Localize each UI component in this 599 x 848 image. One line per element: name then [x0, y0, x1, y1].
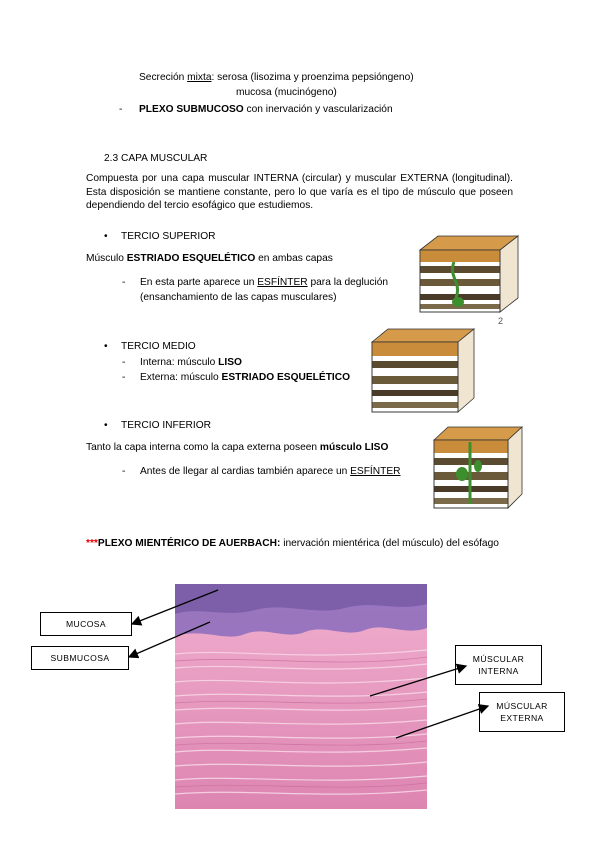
secretion-line: Secreción mixta: serosa (lisozima y proe… [139, 71, 414, 84]
label-mucosa: MUCOSA [40, 612, 132, 636]
label-muscular-interna-line2: INTERNA [478, 666, 519, 676]
section-title: 2.3 CAPA MUSCULAR [104, 153, 208, 164]
intro-paragraph: Compuesta por una capa muscular INTERNA … [86, 173, 513, 211]
dash: - [119, 104, 123, 115]
plexo-submucoso-rest: con inervación y vascularización [243, 104, 393, 115]
arrow-muscular-interna [369, 663, 468, 697]
plexo-submucoso-bold: PLEXO SUBMUCOSO [139, 104, 244, 115]
superior-item: En esta parte aparece un ESFÍNTER para l… [140, 276, 388, 289]
superior-line: Músculo ESTRIADO ESQUELÉTICO en ambas ca… [86, 252, 333, 265]
auerbach-line: ***PLEXO MIENTÉRICO DE AUERBACH: inervac… [86, 537, 499, 550]
inferior-line: Tanto la capa interna como la capa exter… [86, 441, 388, 454]
dash: - [122, 357, 126, 368]
auerbach-rest: inervación mientérica (del músculo) del … [280, 538, 499, 549]
bullet: • [104, 231, 108, 242]
auerbach-bold: PLEXO MIENTÉRICO DE AUERBACH: [97, 538, 281, 549]
inferior-item: Antes de llegar al cardias también apare… [140, 465, 401, 478]
dash: - [122, 372, 126, 383]
interna-line: Interna: músculo LISO [140, 356, 242, 369]
inferior-line-bold: músculo LISO [319, 442, 389, 453]
inferior-item-pre: Antes de llegar al cardias también apare… [140, 466, 351, 477]
label-muscular-externa-line1: MÚSCULAR [496, 701, 548, 711]
label-submucosa: SUBMUCOSA [31, 646, 129, 670]
arrow-mucosa [130, 589, 219, 626]
arrow-submucosa [127, 621, 211, 659]
tercio-inferior-title: TERCIO INFERIOR [121, 420, 211, 431]
bullet: • [104, 420, 108, 431]
arrow-muscular-externa [395, 704, 490, 739]
tercio-superior-diagram [418, 235, 520, 313]
externa-line: Externa: músculo ESTRIADO ESQUELÉTICO [140, 371, 350, 384]
superior-line-bold: ESTRIADO ESQUELÉTICO [126, 253, 256, 264]
externa-pre: Externa: músculo [140, 372, 222, 383]
mixta-word: mixta [187, 72, 212, 83]
dash: - [122, 277, 126, 288]
histology-micrograph [175, 584, 427, 809]
dash: - [122, 466, 126, 477]
plexo-submucoso-line: PLEXO SUBMUCOSO con inervación y vascula… [139, 103, 393, 116]
figure-number: 2 [498, 316, 504, 326]
label-muscular-externa-line2: EXTERNA [500, 713, 544, 723]
secretion-label: Secreción [139, 72, 188, 83]
serosa-text: : serosa (lisozima y proenzima pepsiónge… [211, 72, 414, 83]
tercio-medio-title: TERCIO MEDIO [121, 341, 196, 352]
esfinter-word: ESFÍNTER [257, 277, 308, 288]
superior-item-line2: (ensanchamiento de las capas musculares) [140, 292, 337, 303]
mucosa-secretion: mucosa (mucinógeno) [236, 87, 337, 98]
externa-bold: ESTRIADO ESQUELÉTICO [221, 372, 351, 383]
superior-line-post: en ambas capas [255, 253, 333, 264]
superior-item-post: para la deglución [307, 277, 389, 288]
label-muscular-externa: MÚSCULAR EXTERNA [479, 692, 565, 732]
superior-item-pre: En esta parte aparece un [140, 277, 258, 288]
esfinter-word: ESFÍNTER [350, 466, 401, 477]
superior-line-pre: Músculo [86, 253, 127, 264]
label-muscular-interna-line1: MÚSCULAR [472, 654, 525, 664]
inferior-line-pre: Tanto la capa interna como la capa exter… [86, 442, 320, 453]
tercio-inferior-diagram [432, 426, 524, 509]
red-stars: *** [86, 538, 98, 549]
interna-pre: Interna: músculo [140, 357, 219, 368]
interna-bold: LISO [218, 357, 242, 368]
tercio-superior-title: TERCIO SUPERIOR [121, 231, 216, 242]
tercio-medio-diagram [370, 328, 476, 413]
label-muscular-interna: MÚSCULAR INTERNA [455, 645, 542, 685]
bullet: • [104, 341, 108, 352]
